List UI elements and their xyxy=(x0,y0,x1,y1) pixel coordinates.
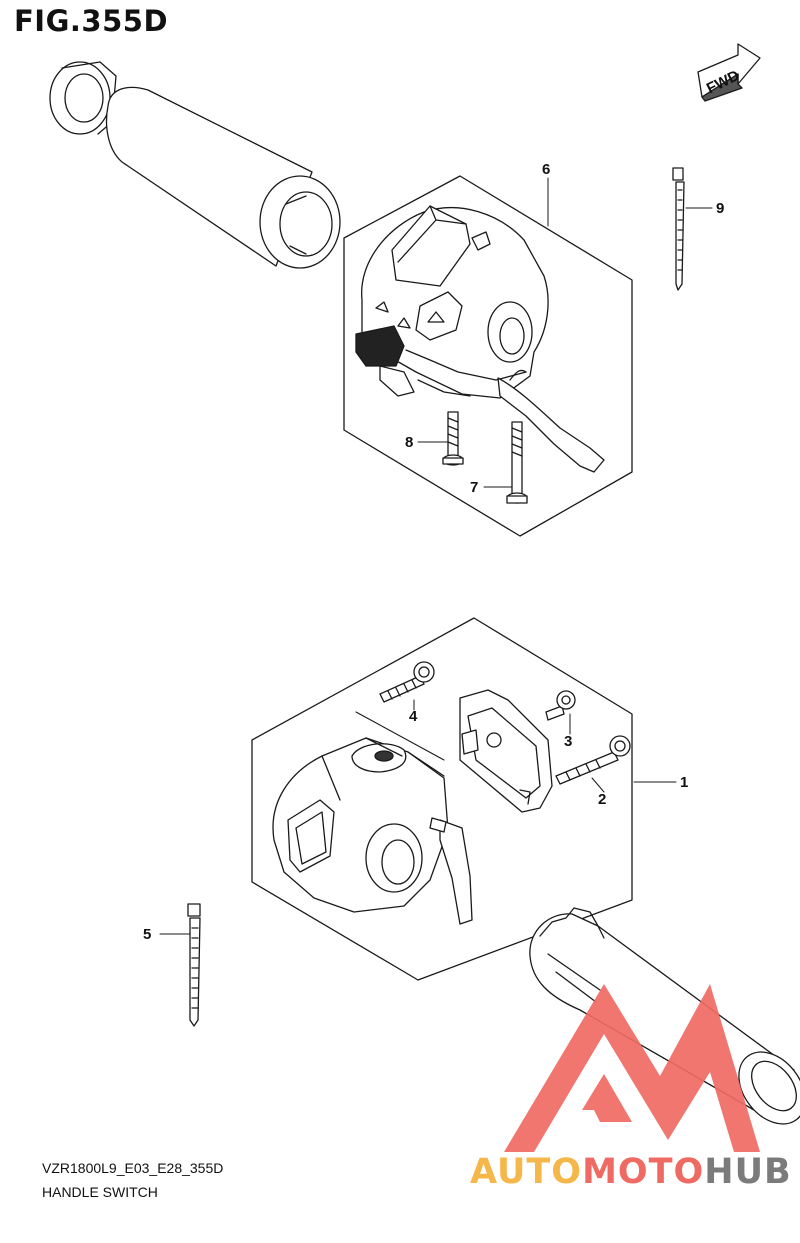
callout-4: 4 xyxy=(409,708,418,725)
callout-3: 3 xyxy=(564,733,572,750)
switch-bracket xyxy=(459,689,553,813)
callout-8: 8 xyxy=(405,434,413,451)
callout-7: 7 xyxy=(470,479,478,496)
figure-caption: HANDLE SWITCH xyxy=(42,1184,158,1200)
screw-3 xyxy=(545,690,576,721)
watermark-part-auto: AUTO xyxy=(470,1152,583,1192)
callout-1: 1 xyxy=(680,774,688,791)
callout-5: 5 xyxy=(143,926,151,943)
watermark-logo xyxy=(504,984,760,1152)
upper-assembly-frame xyxy=(343,175,633,537)
screw-4 xyxy=(379,661,435,703)
watermark-part-hub: HUB xyxy=(704,1152,792,1192)
cable-tie-9 xyxy=(672,167,685,291)
screw-2 xyxy=(555,735,631,785)
right-switch-housing xyxy=(355,205,605,473)
fwd-arrow-icon: FWD xyxy=(697,43,761,102)
leader-lines xyxy=(159,177,713,935)
callouts: 6 9 8 7 4 3 2 1 5 xyxy=(143,161,724,943)
screw-8 xyxy=(442,411,464,466)
cable-tie-5 xyxy=(187,903,201,1027)
watermark-part-moto: MOTO xyxy=(582,1152,705,1192)
lower-assembly-frame xyxy=(251,617,633,981)
left-grip xyxy=(49,61,341,269)
callout-6: 6 xyxy=(542,161,550,178)
left-switch-housing xyxy=(272,737,473,925)
figure-code: VZR1800L9_E03_E28_355D xyxy=(42,1160,224,1176)
watermark-text: AUTOMOTOHUB xyxy=(470,1152,792,1192)
callout-2: 2 xyxy=(598,791,606,808)
screw-7 xyxy=(506,421,528,504)
callout-9: 9 xyxy=(716,200,724,217)
figure-title: FIG.355D xyxy=(14,4,169,38)
